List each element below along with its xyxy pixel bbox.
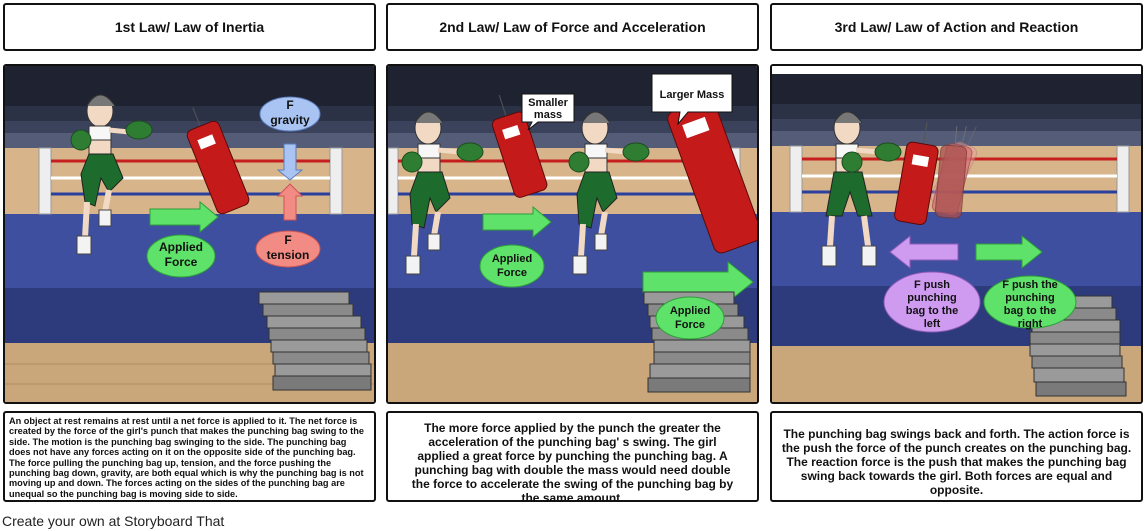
title-law2: 2nd Law/ Law of Force and Acceleration	[386, 3, 759, 51]
girl-boxer	[70, 94, 153, 255]
applied-force-bubble-2	[655, 296, 725, 340]
punching-bag-swinging	[894, 122, 978, 226]
panel-law2-scene: Smaller mass Applied Force Larger Mass A…	[388, 66, 757, 402]
larger-mass-label: Larger Mass	[660, 89, 725, 101]
right-push-label-4: right	[1018, 318, 1043, 330]
panel-law3: F push punching bag to the left F push t…	[770, 64, 1143, 404]
gravity-label-1: F	[286, 98, 293, 112]
ring-post-right	[329, 147, 343, 215]
applied-force-1-label-1: Applied	[492, 253, 532, 265]
gravity-arrow	[276, 143, 304, 181]
applied-force-2-label-2: Force	[675, 319, 705, 331]
panel-law3-scene: F push punching bag to the left F push t…	[772, 66, 1141, 402]
gravity-bubble	[259, 96, 321, 132]
right-push-label-3: bag to the	[1004, 305, 1057, 317]
panel-law2: Smaller mass Applied Force Larger Mass A…	[386, 64, 759, 404]
caption-law3: The punching bag swings back and forth. …	[770, 411, 1143, 502]
left-push-label-4: left	[924, 318, 941, 330]
larger-mass-bubble	[651, 73, 733, 126]
applied-force-bubble-1	[479, 244, 545, 288]
panel-law1-scene: Applied Force F gravity F tension	[5, 66, 374, 402]
left-push-label-1: F push	[914, 279, 950, 291]
right-push-label-1: F push the	[1002, 279, 1058, 291]
title-law2-text: 2nd Law/ Law of Force and Acceleration	[439, 19, 706, 35]
girl-boxer-right	[568, 111, 650, 275]
title-law1-text: 1st Law/ Law of Inertia	[114, 19, 265, 35]
right-push-arrow	[975, 234, 1043, 270]
tension-arrow	[276, 183, 304, 221]
left-push-label-3: bag to the	[906, 305, 959, 317]
tension-label-1: F	[284, 233, 291, 247]
smaller-mass-label-2: mass	[534, 109, 562, 121]
storyboard-footer-link[interactable]: Create your own at Storyboard That	[2, 513, 225, 529]
applied-force-bubble	[146, 234, 216, 278]
punching-bag	[186, 107, 250, 215]
title-law3: 3rd Law/ Law of Action and Reaction	[770, 3, 1143, 51]
girl-boxer	[821, 111, 902, 267]
small-punching-bag	[491, 94, 548, 198]
gravity-label-2: gravity	[270, 113, 310, 127]
arena-background	[5, 66, 374, 106]
applied-force-arrow-1	[482, 205, 552, 239]
right-push-label-2: punching	[1005, 292, 1055, 304]
applied-force-arrow	[149, 200, 219, 234]
caption-law1-text: An object at rest remains at rest until …	[9, 416, 364, 499]
tension-label-2: tension	[267, 248, 310, 262]
smaller-mass-label-1: Smaller	[528, 97, 568, 109]
applied-force-label-2: Force	[165, 255, 198, 269]
panel-law1: Applied Force F gravity F tension	[3, 64, 376, 404]
caption-law2-text: The more force applied by the punch the …	[411, 421, 734, 505]
green-glove-icon	[874, 142, 902, 162]
right-push-bubble	[983, 275, 1077, 329]
caption-law2: The more force applied by the punch the …	[386, 411, 759, 505]
caption-law3-text: The punching bag swings back and forth. …	[781, 427, 1132, 497]
tension-bubble	[255, 230, 321, 268]
applied-force-2-label-1: Applied	[670, 305, 710, 317]
title-law3-text: 3rd Law/ Law of Action and Reaction	[834, 19, 1079, 35]
smaller-mass-bubble	[521, 93, 575, 131]
ring-stairs	[258, 291, 372, 391]
left-push-label-2: punching	[907, 292, 957, 304]
title-law1: 1st Law/ Law of Inertia	[3, 3, 376, 51]
ring-post-left	[38, 147, 52, 215]
left-push-arrow	[889, 234, 959, 270]
applied-force-label-1: Applied	[159, 240, 203, 254]
ring-stairs	[1025, 295, 1127, 397]
left-push-bubble	[883, 271, 981, 333]
green-glove-icon	[456, 142, 484, 162]
girl-boxer-left	[401, 111, 484, 275]
green-glove-icon	[125, 120, 153, 140]
applied-force-1-label-2: Force	[497, 267, 527, 279]
caption-law1: An object at rest remains at rest until …	[3, 411, 376, 502]
